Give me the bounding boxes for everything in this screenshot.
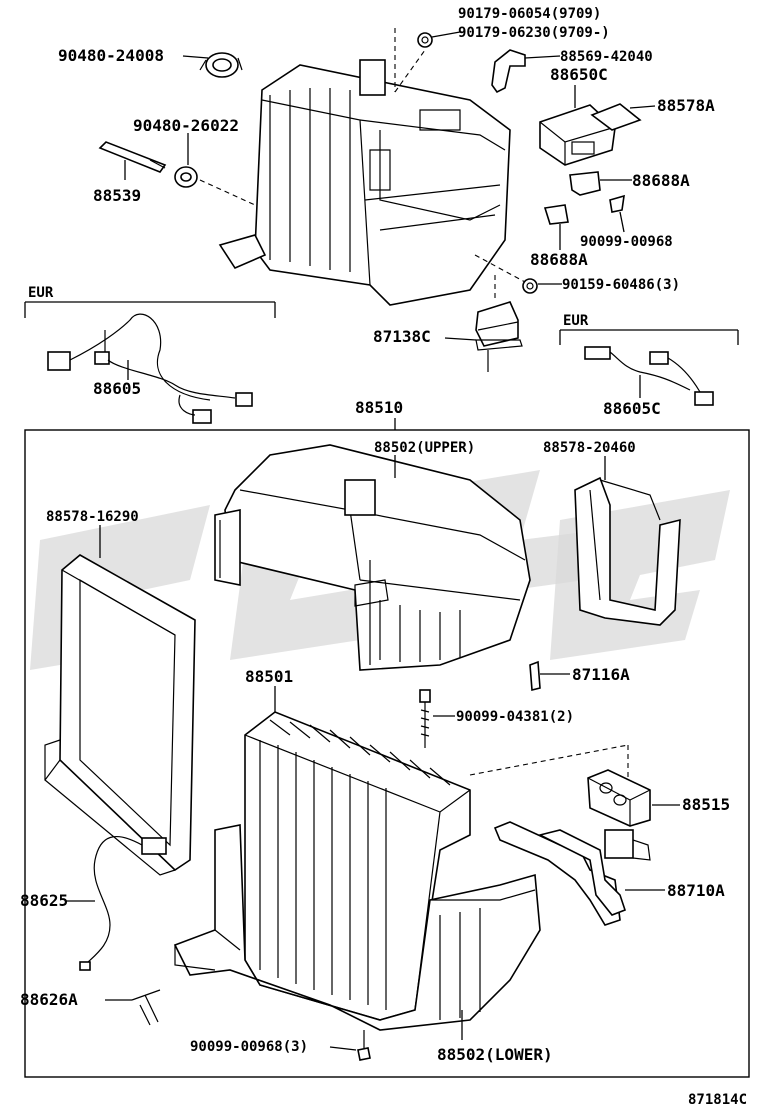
label-88539: 88539 <box>93 186 141 205</box>
label-87116A: 87116A <box>572 665 630 684</box>
pad-icon <box>590 103 642 131</box>
lower-case-icon <box>173 824 541 1031</box>
wire-harness-icon <box>584 346 714 406</box>
label-87138C: 87138C <box>373 327 431 346</box>
label-eur-right: EUR <box>563 313 589 329</box>
hvac-unit-icon <box>218 59 511 306</box>
nut-icon <box>417 32 433 48</box>
label-90099-00968-bottom: 90099-00968(3) <box>190 1039 308 1055</box>
label-eur-left: EUR <box>28 285 54 301</box>
label-88502-upper: 88502(UPPER) <box>374 440 475 456</box>
label-88605: 88605 <box>93 379 141 398</box>
label-88501: 88501 <box>245 667 293 686</box>
label-88605C: 88605C <box>603 399 661 418</box>
eur-right-group: EUR <box>559 313 739 345</box>
label-88626A: 88626A <box>20 990 78 1009</box>
rod-icon <box>98 141 167 173</box>
label-90480-24008: 90480-24008 <box>58 46 164 65</box>
label-88510: 88510 <box>355 398 403 417</box>
clip-icon <box>529 660 541 692</box>
seal-frame-icon <box>44 554 196 876</box>
label-90480-26022: 90480-26022 <box>133 116 239 135</box>
label-90159-60486: 90159-60486(3) <box>562 277 680 293</box>
label-90179-06230: 90179-06230(9709-) <box>458 25 610 41</box>
diagram-code: 871814C <box>688 1092 747 1108</box>
label-88502-lower: 88502(LOWER) <box>437 1045 553 1064</box>
clip-icon <box>131 989 161 1026</box>
label-88710A: 88710A <box>667 881 725 900</box>
label-90099-00968-top: 90099-00968 <box>580 234 673 250</box>
label-88688A-mid: 88688A <box>530 250 588 269</box>
upper-case-icon <box>214 444 531 671</box>
grommet-icon <box>199 52 243 78</box>
label-88515: 88515 <box>682 795 730 814</box>
assembly-frame <box>24 429 750 1078</box>
clip-icon <box>569 171 601 196</box>
wire-harness-icon <box>47 313 253 424</box>
screw-icon <box>357 1030 371 1061</box>
seal-frame-icon <box>574 476 681 626</box>
label-90099-04381: 90099-04381(2) <box>456 709 574 725</box>
thermistor-icon <box>79 836 167 971</box>
label-88569-42040: 88569-42040 <box>560 49 653 65</box>
bolt-icon <box>419 689 431 748</box>
clip-icon <box>543 204 569 225</box>
bracket-icon <box>491 49 526 94</box>
amplifier-icon <box>539 104 616 166</box>
label-88578-16290: 88578-16290 <box>46 509 139 525</box>
label-88625: 88625 <box>20 891 68 910</box>
resistor-icon <box>475 301 523 372</box>
label-88650C: 88650C <box>550 65 608 84</box>
label-88578-20460: 88578-20460 <box>543 440 636 456</box>
pipe-icon <box>493 821 651 926</box>
label-88578A: 88578A <box>657 96 715 115</box>
eur-left-group: EUR <box>24 285 276 318</box>
label-88688A-right: 88688A <box>632 171 690 190</box>
grommet-icon <box>174 166 198 188</box>
screw-icon <box>609 194 625 213</box>
label-90179-06054: 90179-06054(9709) <box>458 6 601 22</box>
valve-icon <box>587 769 651 827</box>
nut-icon <box>522 278 538 294</box>
